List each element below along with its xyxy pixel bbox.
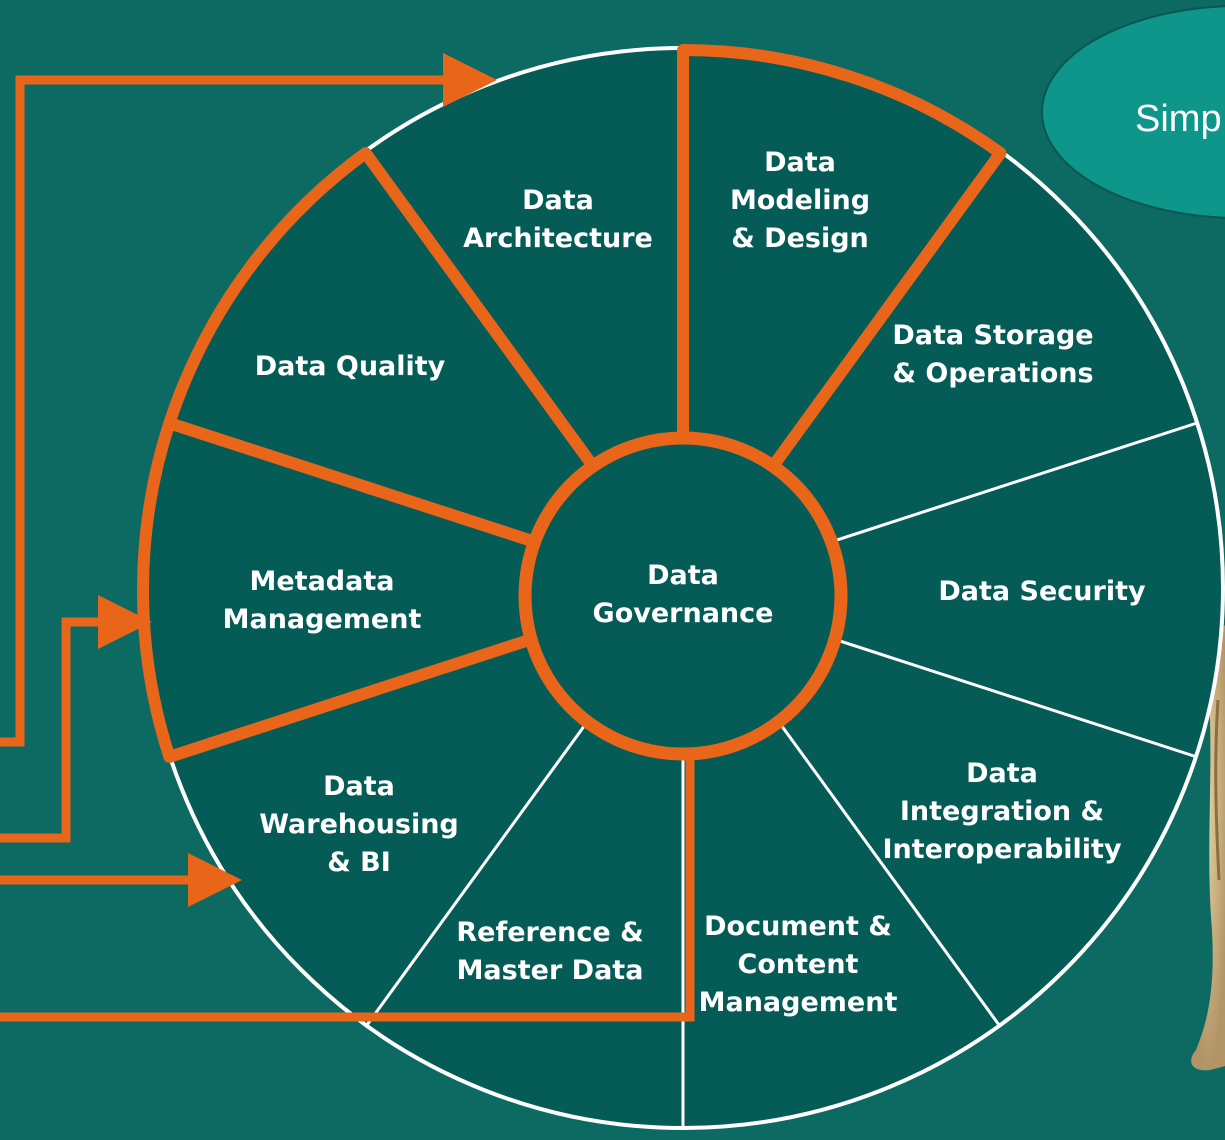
- divider-line: [832, 421, 1198, 543]
- connector-to-architecture: [0, 53, 497, 747]
- highlight-warehousing: [137, 417, 535, 763]
- connector-to-metadata: [0, 595, 152, 843]
- divider-line: [364, 716, 592, 1028]
- highlight-outlines: [137, 44, 1007, 763]
- highlight-architecture: [677, 44, 1007, 466]
- segment-label-quality: Data Quality: [255, 351, 446, 382]
- meerkat-image: [1191, 625, 1225, 1071]
- title-bubble: Simp: [1041, 5, 1225, 219]
- divider-line: [832, 637, 1198, 759]
- segment-label-reference: Reference &Master Data: [456, 917, 643, 986]
- highlight-metadata: [163, 147, 595, 547]
- connector-arrows: [0, 53, 717, 1022]
- segment-label-security: Data Security: [938, 576, 1146, 607]
- bubble-text: Simp: [1135, 98, 1222, 140]
- connector-to-governance: [0, 663, 717, 1022]
- center-hub: [518, 431, 848, 761]
- segment-label-storage: Data Storage& Operations: [892, 320, 1093, 389]
- divider-line: [774, 716, 1002, 1028]
